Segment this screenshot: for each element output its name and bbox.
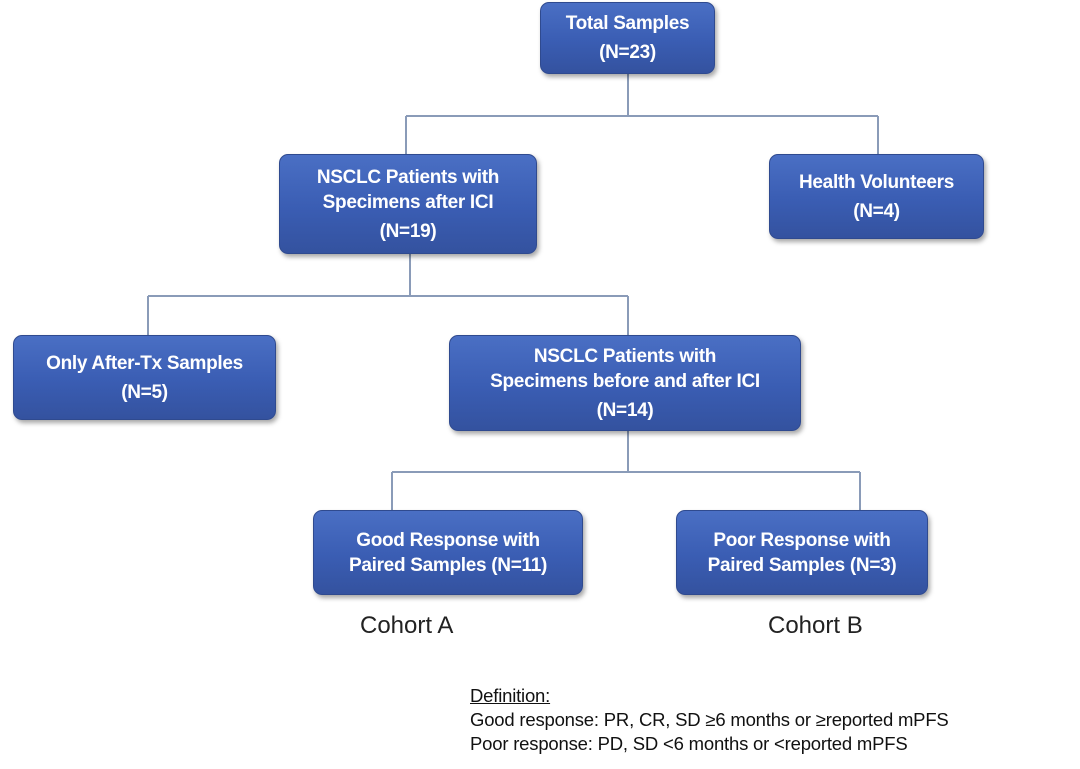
node-health-volunteers: Health Volunteers (N=4) — [769, 154, 984, 239]
node-good-response-title-1: Good Response with — [356, 529, 540, 551]
node-only-after-title: Only After-Tx Samples — [46, 352, 243, 374]
node-before-after-count: (N=14) — [596, 399, 654, 421]
node-only-after-count: (N=5) — [121, 381, 168, 403]
definition-good-response: Good response: PR, CR, SD ≥6 months or ≥… — [470, 709, 949, 730]
node-before-after-title-1: NSCLC Patients with — [533, 345, 717, 367]
node-total-samples-title: Total Samples — [565, 13, 690, 34]
cohort-b-label: Cohort B — [768, 612, 863, 639]
cohort-a-label: Cohort A — [360, 612, 454, 639]
node-health-volunteers-title: Health Volunteers — [798, 171, 955, 193]
definition-heading: Definition: — [470, 685, 551, 706]
node-only-after-tx: Only After-Tx Samples (N=5) — [13, 335, 276, 420]
node-nsclc-before-after-ici: NSCLC Patients with Specimens before and… — [449, 335, 801, 431]
node-nsclc-after-ici: NSCLC Patients with Specimens after ICI … — [279, 154, 537, 254]
node-poor-response: Poor Response with Paired Samples (N=3) — [676, 510, 928, 595]
node-nsclc-after-title-1: NSCLC Patients with — [316, 166, 500, 188]
node-good-response-title-2: Paired Samples (N=11) — [348, 554, 548, 576]
node-good-response: Good Response with Paired Samples (N=11) — [313, 510, 583, 595]
node-nsclc-after-title-2: Specimens after ICI — [322, 191, 494, 213]
node-health-volunteers-count: (N=4) — [853, 200, 900, 222]
node-poor-response-title-2: Paired Samples (N=3) — [707, 554, 897, 576]
node-total-samples-count: (N=23) — [599, 42, 656, 63]
node-total-samples: Total Samples (N=23) — [540, 2, 715, 74]
node-poor-response-title-1: Poor Response with — [713, 529, 891, 551]
definition-poor-response: Poor response: PD, SD <6 months or <repo… — [470, 733, 908, 754]
node-before-after-title-2: Specimens before and after ICI — [490, 370, 760, 392]
definition-block: Definition: Good response: PR, CR, SD ≥6… — [470, 684, 949, 756]
node-nsclc-after-count: (N=19) — [379, 220, 437, 242]
